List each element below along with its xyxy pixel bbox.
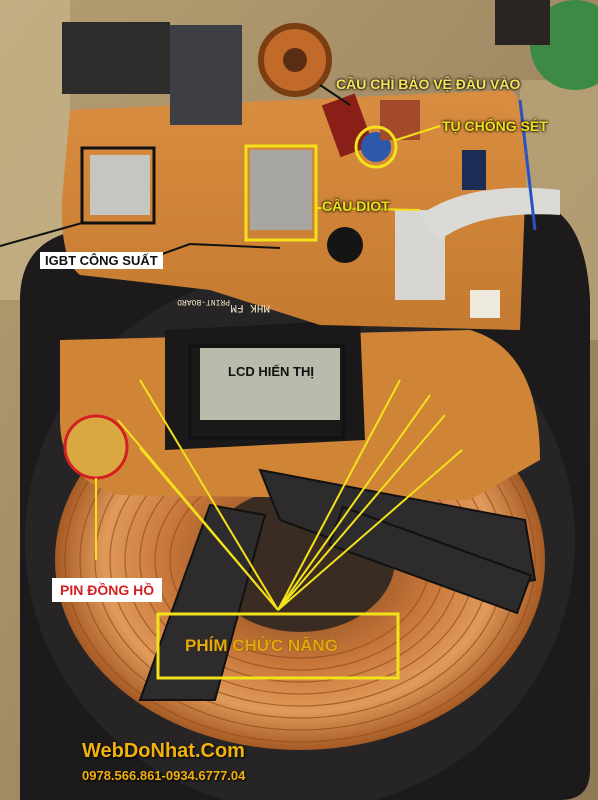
toroid-hole xyxy=(283,48,307,72)
igbt-highlight-box xyxy=(80,146,156,225)
battery-label: PIN ĐỒNG HỒ xyxy=(52,578,163,602)
lcd-label: LCD HIỂN THỊ xyxy=(228,364,314,379)
button-frame xyxy=(138,468,537,701)
pcb-silkscreen-print: PRINT-BOARD xyxy=(177,297,230,306)
film-capacitor xyxy=(380,100,420,140)
black-object xyxy=(495,0,550,45)
capacitor-gray xyxy=(170,25,242,125)
surge-highlight-circle xyxy=(354,125,398,169)
relay-black xyxy=(62,22,170,94)
lcd-highlight-box xyxy=(188,344,346,440)
white-connector xyxy=(470,290,500,318)
pcb-silkscreen-code: MHK FM xyxy=(230,301,270,313)
watermark-phones: 0978.566.861-0934.6777.04 xyxy=(82,768,246,783)
watermark-site: WebDoNhat.Com xyxy=(82,740,245,762)
buttons-label: PHÍM CHỨC NĂNG xyxy=(185,636,338,655)
fuse-label: CẦU CHÌ BẢO VỆ ĐẦU VÀO xyxy=(336,76,521,92)
lcd-screen xyxy=(200,348,340,420)
blue-wire xyxy=(518,99,537,231)
electrolytic-cap xyxy=(462,150,486,190)
leader-lines xyxy=(0,84,441,560)
fuse-component xyxy=(321,93,374,158)
button-pointer-lines xyxy=(117,379,463,611)
buzzer xyxy=(327,227,363,263)
ribbon-cable-bend xyxy=(420,187,560,240)
igbt-label: IGBT CÔNG SUẤT xyxy=(40,252,163,269)
battery-highlight-circle xyxy=(63,414,129,480)
diode-highlight-box xyxy=(244,144,318,242)
diode-bridge-label: CẦU DIOT xyxy=(322,198,390,214)
heatsink-igbt xyxy=(90,155,150,215)
surge-cap-label: TỤ CHỐNG SÉT xyxy=(442,118,548,134)
heatsink-diode xyxy=(250,150,312,230)
buttons-highlight-box xyxy=(156,612,400,680)
